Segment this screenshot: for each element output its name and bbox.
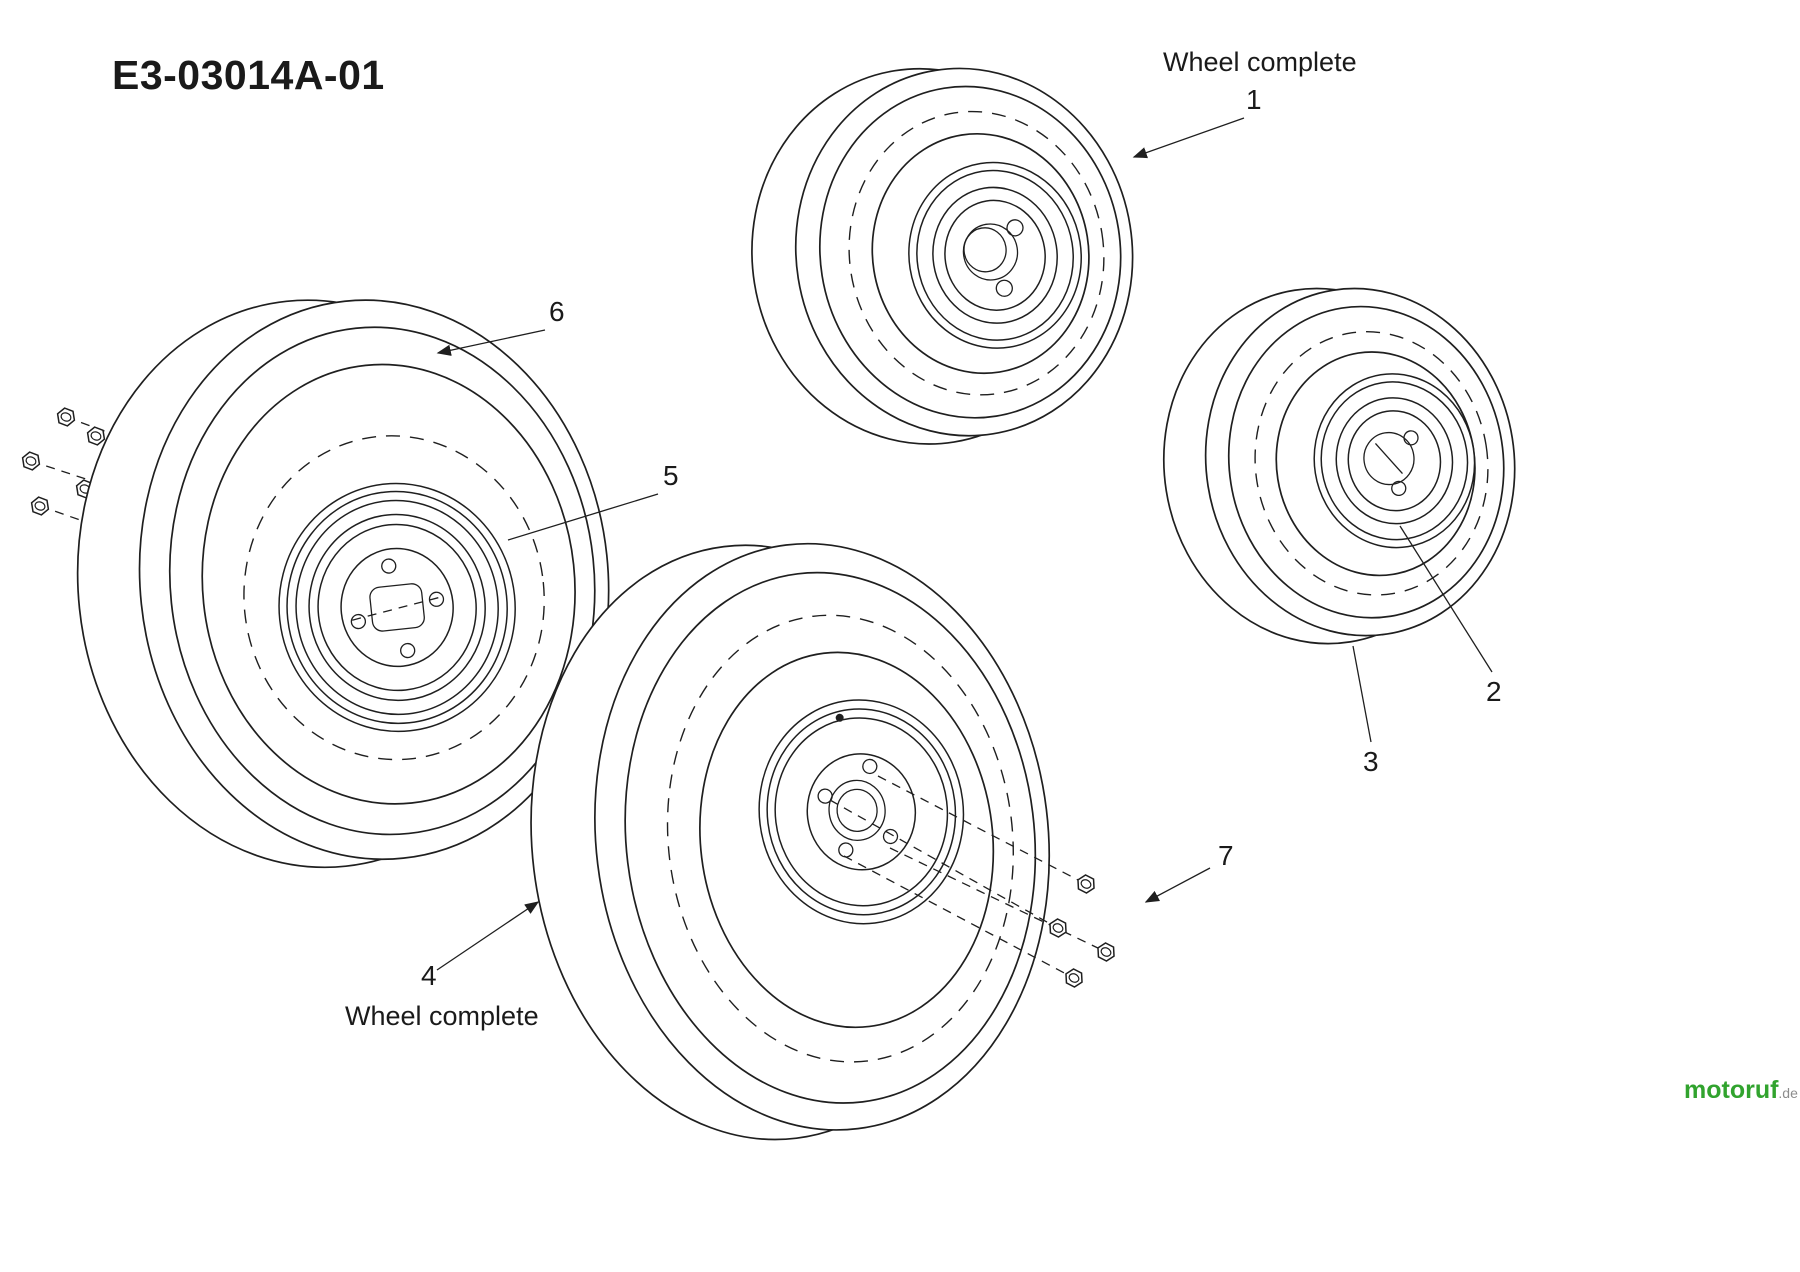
watermark-suffix: .de — [1778, 1085, 1798, 1101]
leader-line-7 — [1144, 867, 1211, 903]
hex-bolt-icon — [1093, 940, 1119, 964]
right-mounting-bolts — [829, 775, 1119, 990]
leader-line-5 — [507, 493, 659, 541]
callout-7-number: 7 — [1218, 840, 1234, 871]
front-wheel-right-rim — [1313, 373, 1476, 549]
callout-4-number: 4 — [421, 960, 437, 991]
leader-line-6 — [436, 329, 546, 356]
hex-bolt-icon — [1045, 916, 1071, 940]
front-wheel-top — [751, 67, 1134, 445]
callout-4-label: Wheel complete — [345, 1001, 539, 1031]
callout-6-number: 6 — [549, 296, 565, 327]
valve-dot — [835, 713, 844, 722]
hex-nut-icon — [54, 405, 78, 429]
hex-bolt-icon — [1073, 872, 1099, 896]
front-wheel-top-rim — [908, 161, 1082, 349]
diagram-number: E3-03014A-01 — [112, 52, 385, 98]
rear-wheel-bottom-rim — [758, 699, 965, 925]
leader-line-4 — [436, 901, 540, 971]
rear-wheel-bottom — [530, 542, 1051, 1141]
hex-nut-icon — [19, 449, 43, 473]
callout-5-number: 5 — [663, 460, 679, 491]
callout-2-number: 2 — [1486, 676, 1502, 707]
callout-1-number: 1 — [1246, 84, 1262, 115]
front-wheel-right — [1162, 287, 1516, 645]
leader-lines — [436, 117, 1493, 971]
rear-wheel-left — [76, 299, 610, 869]
callout-1-label: Wheel complete — [1163, 47, 1357, 77]
watermark: motoruf.de — [1684, 1076, 1798, 1105]
hex-nut-icon — [28, 494, 52, 518]
callout-3-number: 3 — [1363, 746, 1379, 777]
rear-wheel-left-rim — [278, 482, 516, 733]
leader-line-1 — [1132, 117, 1245, 159]
leader-line-3 — [1352, 645, 1372, 743]
hex-bolt-icon — [1061, 966, 1087, 990]
leader-line-2 — [1399, 525, 1493, 673]
watermark-brand: motoruf — [1684, 1076, 1779, 1104]
